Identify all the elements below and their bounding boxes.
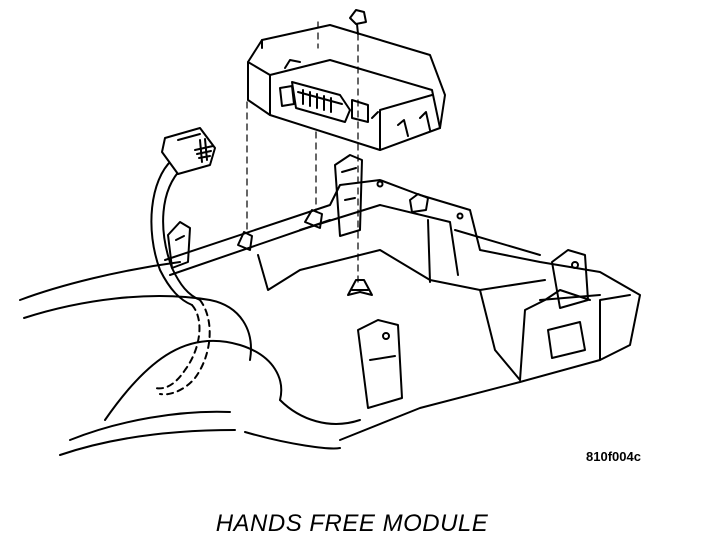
locator-post-center — [305, 210, 322, 228]
figure-caption: HANDS FREE MODULE — [215, 510, 489, 537]
alignment-guide-lines — [247, 22, 358, 284]
mounting-bracket-front — [358, 320, 402, 408]
harness-connector — [162, 128, 215, 174]
speed-nut-clip — [348, 280, 372, 295]
mounting-bracket-left — [168, 222, 190, 268]
floor-contour-lines — [20, 262, 360, 455]
wiring-harness — [151, 160, 209, 394]
mounting-bracket-center — [335, 155, 362, 236]
hands-free-module — [248, 25, 445, 150]
module-connector-port — [280, 82, 368, 122]
console-tray — [165, 180, 640, 440]
mounting-bracket-right — [552, 250, 588, 308]
locator-post-left — [238, 232, 252, 250]
fastener-boss — [378, 182, 463, 219]
mounting-screw — [350, 10, 366, 34]
figure-code: 810f004c — [586, 449, 641, 464]
mounting-slot-right — [548, 322, 585, 358]
